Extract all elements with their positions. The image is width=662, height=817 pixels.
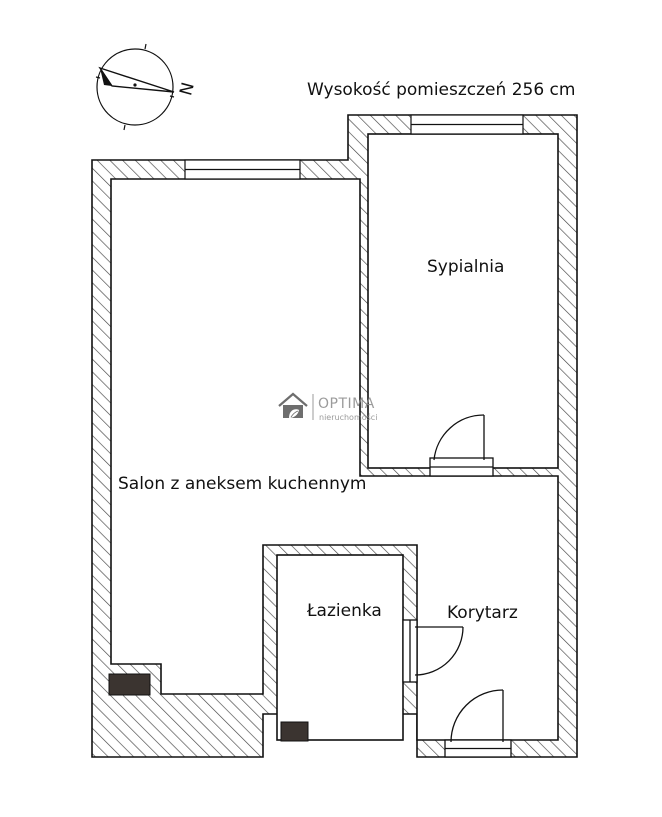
- compass-icon: N: [95, 43, 199, 131]
- window-sypialnia: [410, 114, 524, 135]
- window-salon: [184, 159, 301, 180]
- vent-salon: [108, 673, 151, 696]
- house-icon: [278, 392, 308, 418]
- room-label-lazienka: Łazienka: [306, 601, 382, 621]
- room-label-sypialnia: Sypialnia: [427, 257, 504, 277]
- north-letter: N: [176, 80, 199, 97]
- watermark-brand: OPTIMA: [318, 396, 375, 412]
- salon-korytarz-floor: [110, 178, 559, 741]
- lazienka-floor: [276, 554, 404, 741]
- door-sypialnia: [429, 414, 494, 477]
- room-label-korytarz: Korytarz: [447, 603, 518, 623]
- door-entrance: [444, 689, 512, 758]
- optima-logo: OPTIMA nieruchomości: [278, 392, 377, 422]
- room-label-salon: Salon z aneksem kuchennym: [118, 474, 366, 494]
- sypialnia-floor: [367, 133, 559, 469]
- vent-lazienka: [280, 721, 309, 742]
- ceiling-height-text: Wysokość pomieszczeń 256 cm: [307, 80, 575, 100]
- watermark-sub: nieruchomości: [319, 412, 377, 422]
- door-lazienka: [402, 619, 464, 683]
